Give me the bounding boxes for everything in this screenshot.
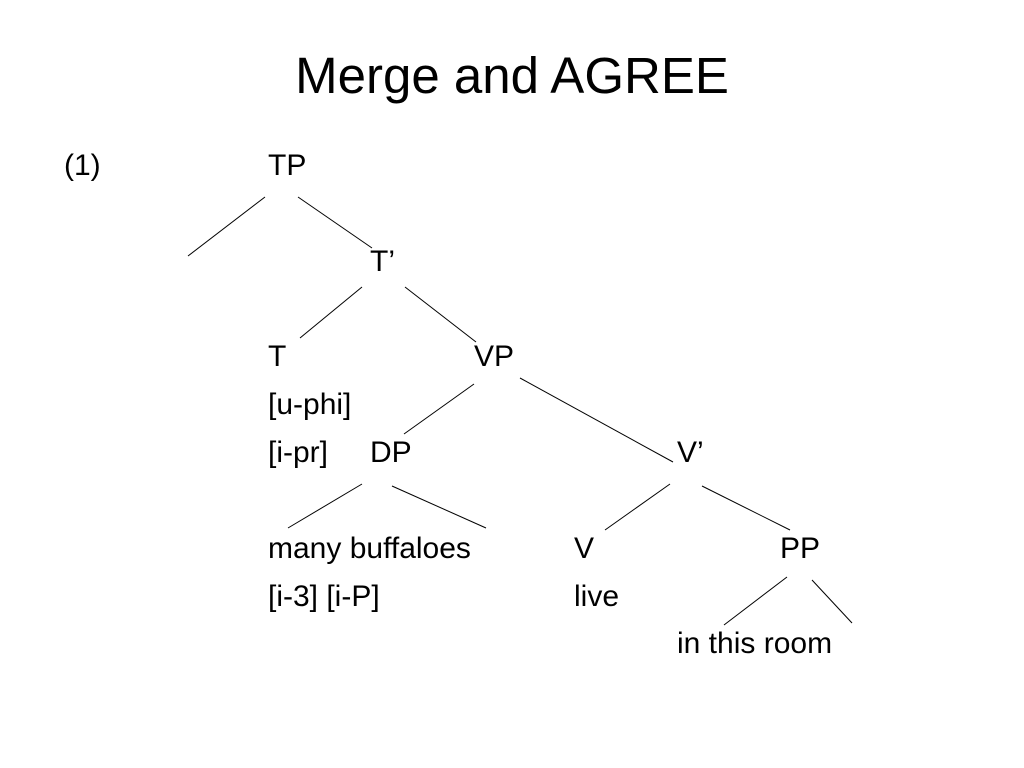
node-dp: DP bbox=[370, 436, 412, 469]
branch-tp-tbar bbox=[297, 196, 373, 249]
branch-tbar-vp bbox=[404, 286, 477, 343]
branch-pp-left bbox=[723, 576, 788, 626]
branch-vbar-v bbox=[604, 483, 671, 531]
dp-words: many buffaloes bbox=[268, 532, 471, 565]
node-pp: PP bbox=[780, 532, 821, 565]
branch-tbar-t bbox=[299, 286, 363, 339]
pp-words: in this room bbox=[677, 627, 833, 660]
t-feature-u-phi: [u-phi] bbox=[268, 388, 352, 421]
branch-vbar-pp bbox=[701, 485, 791, 531]
node-v-bar: V’ bbox=[677, 436, 704, 469]
node-vp: VP bbox=[474, 340, 515, 373]
node-t: T bbox=[268, 340, 287, 373]
node-tp: TP bbox=[268, 149, 307, 182]
branch-tp-spec bbox=[187, 196, 266, 257]
branch-vp-dp bbox=[403, 383, 475, 435]
t-feature-i-pr: [i-pr] bbox=[268, 436, 328, 469]
branch-dp-words-left bbox=[287, 483, 363, 529]
slide-title: Merge and AGREE bbox=[295, 47, 729, 104]
branch-pp-right bbox=[811, 579, 853, 624]
branch-vp-vbar bbox=[519, 377, 674, 463]
dp-features: [i-3] [i-P] bbox=[268, 580, 380, 613]
branch-dp-words-right bbox=[391, 485, 487, 529]
node-v: V bbox=[574, 532, 595, 565]
node-t-bar: T’ bbox=[370, 245, 395, 278]
example-number: (1) bbox=[64, 149, 101, 182]
v-word: live bbox=[574, 580, 620, 613]
